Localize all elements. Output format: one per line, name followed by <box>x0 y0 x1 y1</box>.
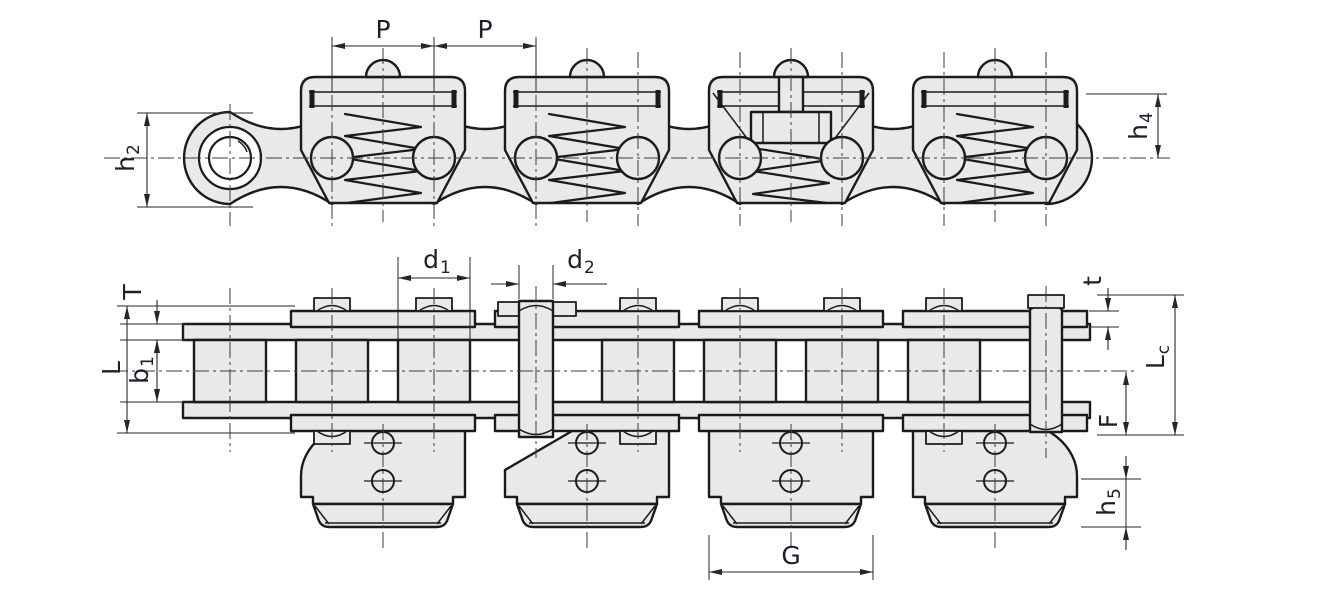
bushing-split-arc <box>237 140 248 153</box>
dim-label-L: L <box>97 361 126 375</box>
outer-plate <box>289 309 477 329</box>
chain-plan <box>181 294 1092 445</box>
centerlines-plan-view <box>112 286 1136 550</box>
dim-label-T: T <box>118 284 147 301</box>
dimensions-plan-view: d1 d2 T L b1 t Lc F h5 G <box>97 245 1184 580</box>
dim-label-F: F <box>1094 414 1123 428</box>
side-view: P P h2 h4 <box>104 15 1170 226</box>
plan-view: d1 d2 T L b1 t Lc F h5 G <box>97 245 1184 580</box>
dim-label-b1: b1 <box>125 356 158 384</box>
dim-label-h2: h2 <box>111 144 144 172</box>
dim-label-h5: h5 <box>1092 488 1125 516</box>
dim-label-pitch-left: P <box>375 15 390 44</box>
pin-heads-near <box>313 294 1065 312</box>
dim-label-Lc: Lc <box>1141 345 1174 369</box>
dim-label-t: t <box>1078 276 1107 286</box>
dim-label-d2: d2 <box>567 245 595 278</box>
outer-plate <box>697 309 885 329</box>
centerlines-side-view <box>104 48 1170 226</box>
dim-label-h4: h4 <box>1124 112 1157 140</box>
dim-label-d1: d1 <box>423 245 451 278</box>
dimensions-side-view: P P h2 h4 <box>111 15 1167 208</box>
dim-label-pitch-right: P <box>477 15 492 44</box>
section-lines <box>712 92 870 146</box>
dim-label-G: G <box>781 541 800 570</box>
